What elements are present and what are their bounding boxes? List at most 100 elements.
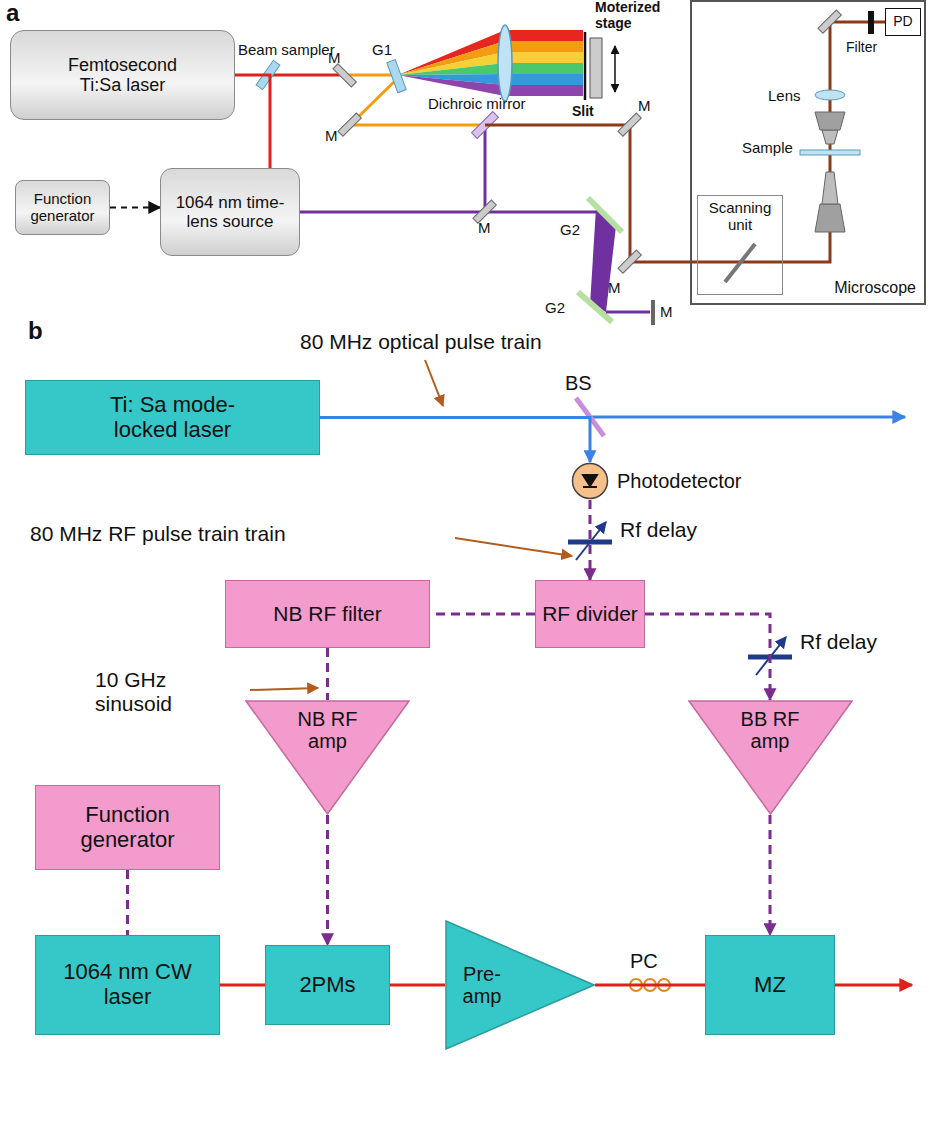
connector (769, 815, 772, 935)
part-label: G2 (560, 222, 580, 239)
connector (645, 614, 770, 700)
panel-letter: b (28, 318, 43, 345)
node-text: Function generator (23, 191, 103, 225)
spectrum-band (505, 85, 583, 96)
amplifier-triangle: BB RF amp (688, 700, 853, 815)
part-label: Dichroic mirror (428, 96, 526, 113)
node-text: Ti: Sa mode-locked laser (93, 393, 253, 442)
connector (110, 207, 160, 209)
panel-letter: a (6, 0, 19, 27)
grating (588, 198, 622, 232)
spectrum-band (398, 63, 505, 75)
mirror (618, 113, 641, 136)
optical-pulse-train (590, 416, 905, 419)
spectrum-band (505, 52, 583, 63)
objective (822, 172, 838, 204)
node-text: Femtosecond Ti:Sa laser (53, 55, 193, 95)
spectrum-band (398, 41, 505, 75)
part-label: M (660, 304, 673, 321)
spectrum-band (398, 52, 505, 75)
divider-box: RF divider (535, 580, 645, 648)
node-text: 2PMs (299, 973, 355, 998)
node-text: 1064 nm CW laser (48, 960, 208, 1009)
annotation-arrow (455, 538, 572, 556)
diode-glyph (583, 475, 597, 487)
part-label: M (638, 98, 651, 115)
laser-box: Femtosecond Ti:Sa laser (10, 30, 235, 120)
generator-box: Function generator (15, 180, 110, 235)
grating (387, 60, 406, 93)
node-text: Photodetector (617, 470, 742, 492)
node-text: Function generator (48, 803, 208, 852)
mirror (651, 300, 655, 325)
triangle-shape (446, 921, 594, 1049)
source-box: 1064 nm time-lens source (160, 168, 300, 256)
connector (235, 75, 270, 168)
node-text: Pre-amp (453, 963, 511, 1008)
rf-delay-symbol (576, 522, 606, 560)
output-beam (835, 984, 912, 987)
connector (220, 984, 265, 987)
part-label: G1 (372, 42, 392, 59)
part-label: Beam sampler (238, 42, 335, 59)
node-text: RF divider (542, 602, 638, 626)
mirror (818, 10, 841, 33)
part-label: BS (565, 372, 592, 394)
connector (326, 648, 329, 700)
connector (320, 418, 590, 463)
photodetector: Photodetector (571, 462, 742, 500)
mirror (618, 250, 641, 273)
annotation-arrow (425, 360, 443, 406)
connector (595, 984, 705, 987)
photodiode-symbol (571, 462, 609, 500)
detector-box: PD (885, 8, 921, 36)
lens (498, 25, 512, 101)
connector (326, 815, 329, 945)
part-label: Rf delay (620, 518, 697, 542)
node-text: NB RF filter (273, 602, 382, 626)
part-label: Rf delay (800, 630, 877, 654)
panel-letter: Slit (572, 104, 594, 120)
combined-beam (485, 22, 885, 262)
connector (390, 984, 445, 987)
slit (584, 32, 587, 100)
filter-box: NB RF filter (225, 580, 430, 648)
amplifier-triangle: Pre-amp (445, 920, 595, 1050)
stretched-beam (345, 74, 398, 77)
modulator-box: 2PMs (265, 945, 390, 1025)
triangle-shape (246, 701, 409, 814)
part-label: M (608, 280, 621, 297)
motorized-stage (590, 38, 602, 98)
amplifier-triangle: NB RF amp (245, 700, 410, 815)
scan-mirror (725, 244, 755, 282)
mirror (333, 64, 356, 87)
connector (430, 613, 535, 616)
pump-beam (300, 211, 600, 214)
part-label: G2 (545, 300, 565, 317)
stage-arrow (614, 46, 616, 92)
mirror (338, 113, 361, 136)
laser-box: Ti: Sa mode-locked laser (25, 380, 320, 455)
node-text: Scanning unit (704, 200, 776, 234)
grating (578, 292, 612, 322)
part-label: M (478, 220, 491, 237)
stretched-beam (350, 124, 485, 127)
node-text: MZ (754, 973, 786, 998)
annotation-arrow (250, 688, 318, 690)
modulator-box: MZ (705, 935, 835, 1035)
sample-slide (800, 150, 860, 155)
part-label: 80 MHz optical pulse train (300, 330, 542, 354)
triangle-shape (689, 701, 852, 814)
part-label: M (325, 128, 338, 145)
spectrum-band (505, 63, 583, 74)
scanning-unit: Scanning unit (697, 195, 783, 295)
node-text: NB RF amp (278, 708, 378, 753)
part-label: PC (630, 950, 658, 972)
laser-box: 1064 nm CW laser (35, 935, 220, 1035)
microscope-frame: MicroscopeScanning unitPD (690, 0, 926, 305)
part-label: 80 MHz RF pulse train train (30, 522, 286, 546)
spectrum-band (398, 75, 505, 96)
part-label: Lens (768, 88, 801, 105)
spectrum-band (505, 30, 583, 41)
photodiode-circle (573, 464, 608, 499)
